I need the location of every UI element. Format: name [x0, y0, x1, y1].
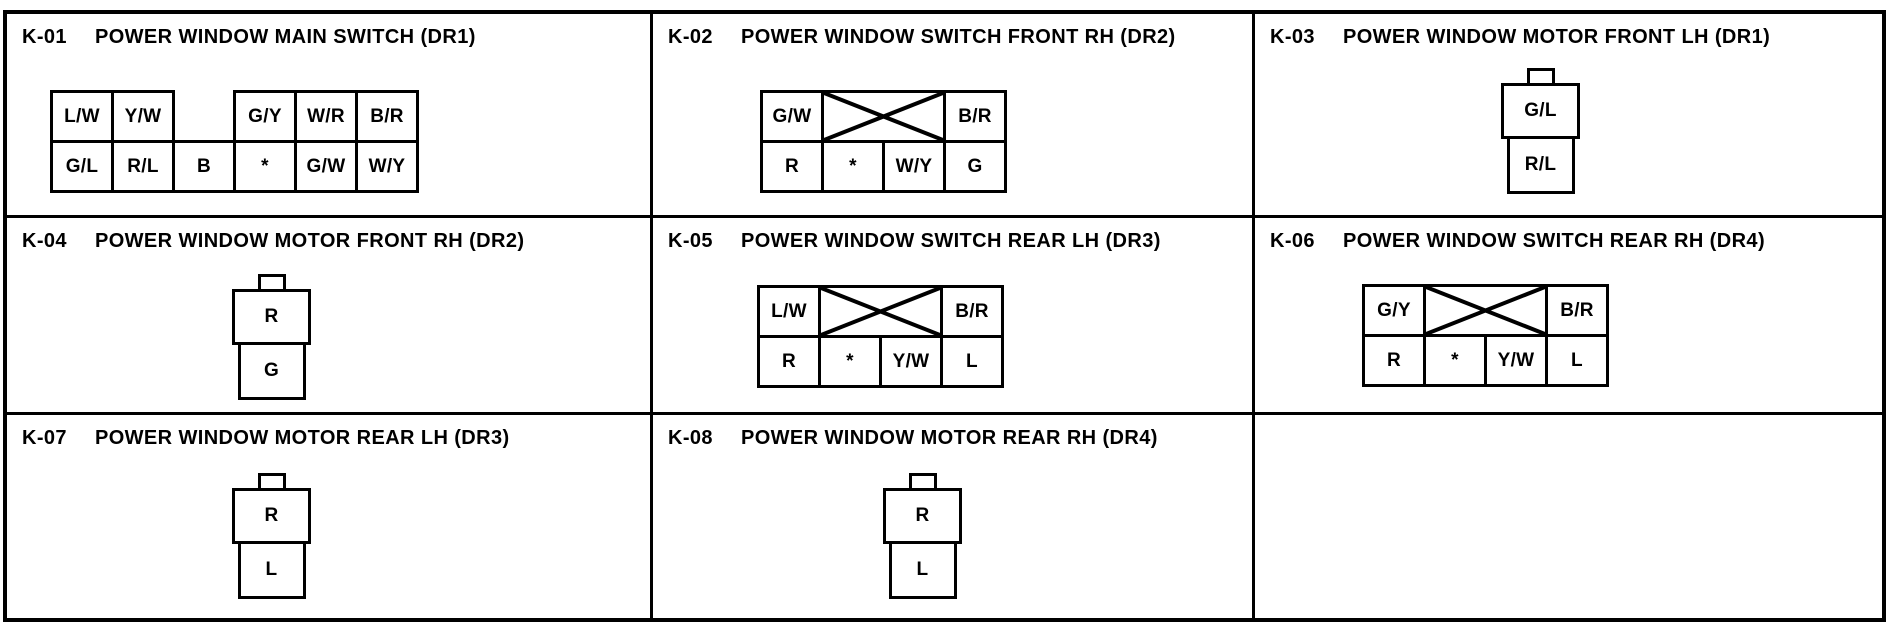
pin-cell: R/L — [111, 140, 175, 193]
connector-code: K-05 — [668, 230, 713, 252]
panel-k05-title: K-05 POWER WINDOW SWITCH REAR LH (DR3) — [668, 230, 1161, 253]
connector-diagram-k06: G/Y B/R R * Y/W L — [1362, 284, 1609, 387]
connector-code: K-02 — [668, 26, 713, 48]
crossed-out-cell — [1423, 284, 1548, 337]
pin-cell: R — [883, 488, 962, 544]
panel-k06: K-06 POWER WINDOW SWITCH REAR RH (DR4) G/… — [1255, 218, 1882, 415]
connector-name: POWER WINDOW MOTOR FRONT RH (DR2) — [94, 230, 525, 252]
connector-code: K-01 — [22, 26, 67, 48]
pin-cell: G — [237, 342, 306, 400]
pin-cell: G — [943, 140, 1007, 193]
pin-cell: G/W — [760, 90, 824, 143]
connector-diagram-k07: R L — [232, 473, 311, 599]
connector-code: K-03 — [1270, 26, 1315, 48]
connector-tab — [1526, 68, 1555, 83]
panel-k07-title: K-07 POWER WINDOW MOTOR REAR LH (DR3) — [22, 427, 510, 450]
pin-cell: G/L — [1501, 83, 1580, 139]
pin-cell: B/R — [1545, 284, 1609, 337]
panel-k01-title: K-01 POWER WINDOW MAIN SWITCH (DR1) — [22, 26, 476, 49]
crossed-out-cell — [821, 90, 946, 143]
pin-cell: * — [1423, 334, 1487, 387]
pin-cell: Y/W — [111, 90, 175, 143]
connector-tab — [257, 473, 286, 488]
pin-cell: R — [757, 335, 821, 388]
pin-row-top: G/W B/R — [760, 90, 1007, 143]
pin-cell: L — [237, 541, 306, 599]
panel-k01: K-01 POWER WINDOW MAIN SWITCH (DR1) L/W Y… — [7, 14, 653, 218]
pin-row-top: L/W Y/W G/Y W/R B/R — [50, 90, 419, 143]
panel-k05: K-05 POWER WINDOW SWITCH REAR LH (DR3) L/… — [653, 218, 1255, 415]
pin-cell: R — [232, 488, 311, 544]
connector-diagram-k02: G/W B/R R * W/Y G — [760, 90, 1007, 193]
connector-name: POWER WINDOW SWITCH REAR LH (DR3) — [740, 230, 1161, 252]
connector-code: K-08 — [668, 427, 713, 449]
connector-diagram-k01: L/W Y/W G/Y W/R B/R G/L R/L B * G/W W/Y — [50, 90, 419, 193]
pin-cell: W/Y — [355, 140, 419, 193]
pin-cell: L — [940, 335, 1004, 388]
pin-cell: B/R — [943, 90, 1007, 143]
pin-cell: L — [888, 541, 957, 599]
pin-cell: G/L — [50, 140, 114, 193]
pin-cell: G/W — [294, 140, 358, 193]
panel-k02: K-02 POWER WINDOW SWITCH FRONT RH (DR2) G… — [653, 14, 1255, 218]
pin-cell: Y/W — [879, 335, 943, 388]
pin-cell: * — [821, 140, 885, 193]
panel-k03: K-03 POWER WINDOW MOTOR FRONT LH (DR1) G/… — [1255, 14, 1882, 218]
connector-tab — [257, 274, 286, 289]
connector-diagram-k04: R G — [232, 274, 311, 400]
x-mark-icon — [824, 93, 943, 140]
pin-cell: G/Y — [233, 90, 297, 143]
pin-row-bottom: R * Y/W L — [1362, 334, 1609, 387]
panel-k03-title: K-03 POWER WINDOW MOTOR FRONT LH (DR1) — [1270, 26, 1770, 49]
connector-diagram-k03: G/L R/L — [1501, 68, 1580, 194]
pin-cell: Y/W — [1484, 334, 1548, 387]
pin-gap — [172, 90, 236, 143]
pin-cell: * — [233, 140, 297, 193]
pin-row-bottom: G/L R/L B * G/W W/Y — [50, 140, 419, 193]
panel-k04: K-04 POWER WINDOW MOTOR FRONT RH (DR2) R … — [7, 218, 653, 415]
connector-code: K-07 — [22, 427, 67, 449]
x-mark-icon — [821, 288, 940, 335]
panel-k04-title: K-04 POWER WINDOW MOTOR FRONT RH (DR2) — [22, 230, 524, 253]
connector-diagram-k08: R L — [883, 473, 962, 599]
pin-cell: B/R — [940, 285, 1004, 338]
connector-chart-grid: K-01 POWER WINDOW MAIN SWITCH (DR1) L/W Y… — [3, 10, 1886, 622]
pin-cell: L/W — [50, 90, 114, 143]
panel-k02-title: K-02 POWER WINDOW SWITCH FRONT RH (DR2) — [668, 26, 1176, 49]
connector-name: POWER WINDOW MAIN SWITCH (DR1) — [94, 26, 476, 48]
connector-code: K-06 — [1270, 230, 1315, 252]
panel-k06-title: K-06 POWER WINDOW SWITCH REAR RH (DR4) — [1270, 230, 1765, 253]
pin-cell: B/R — [355, 90, 419, 143]
connector-name: POWER WINDOW SWITCH REAR RH (DR4) — [1342, 230, 1766, 252]
pin-cell: R — [1362, 334, 1426, 387]
panel-k08: K-08 POWER WINDOW MOTOR REAR RH (DR4) R L — [653, 415, 1255, 618]
pin-row-bottom: R * W/Y G — [760, 140, 1007, 193]
connector-name: POWER WINDOW MOTOR REAR LH (DR3) — [94, 427, 510, 449]
connector-diagram-k05: L/W B/R R * Y/W L — [757, 285, 1004, 388]
pin-cell: L — [1545, 334, 1609, 387]
crossed-out-cell — [818, 285, 943, 338]
pin-cell: * — [818, 335, 882, 388]
pin-cell: W/R — [294, 90, 358, 143]
pin-cell: R — [760, 140, 824, 193]
pin-cell: R/L — [1506, 136, 1575, 194]
connector-code: K-04 — [22, 230, 67, 252]
pin-cell: R — [232, 289, 311, 345]
pin-row-top: L/W B/R — [757, 285, 1004, 338]
pin-cell: W/Y — [882, 140, 946, 193]
pin-row-bottom: R * Y/W L — [757, 335, 1004, 388]
connector-name: POWER WINDOW MOTOR REAR RH (DR4) — [740, 427, 1158, 449]
panel-k08-title: K-08 POWER WINDOW MOTOR REAR RH (DR4) — [668, 427, 1158, 450]
empty-panel — [1255, 415, 1882, 618]
x-mark-icon — [1426, 287, 1545, 334]
pin-cell: G/Y — [1362, 284, 1426, 337]
connector-tab — [908, 473, 937, 488]
pin-cell: B — [172, 140, 236, 193]
panel-k07: K-07 POWER WINDOW MOTOR REAR LH (DR3) R L — [7, 415, 653, 618]
connector-name: POWER WINDOW MOTOR FRONT LH (DR1) — [1342, 26, 1771, 48]
pin-cell: L/W — [757, 285, 821, 338]
pin-row-top: G/Y B/R — [1362, 284, 1609, 337]
connector-name: POWER WINDOW SWITCH FRONT RH (DR2) — [740, 26, 1176, 48]
